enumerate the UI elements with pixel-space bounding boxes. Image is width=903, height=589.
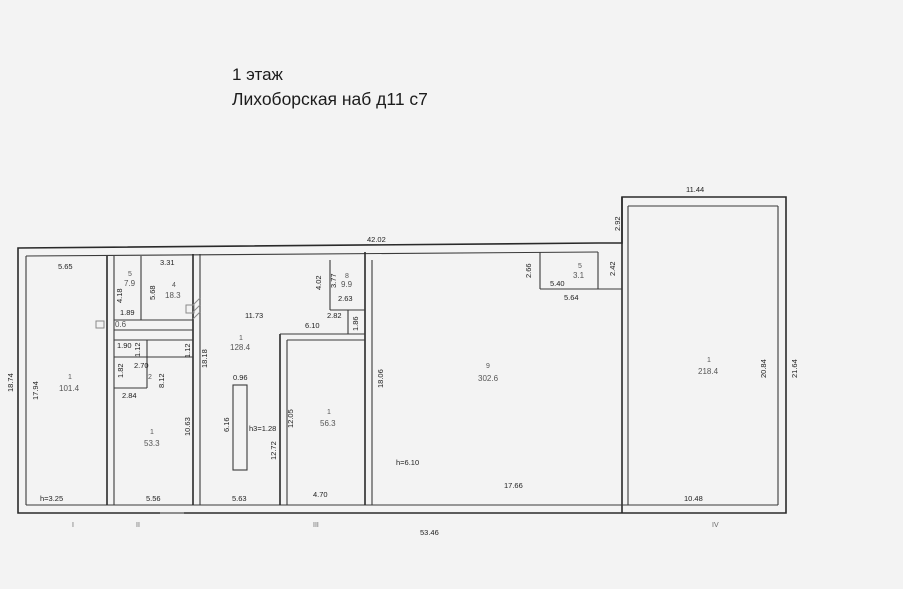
dim-small-a: 4.18 [115,288,124,303]
dim-small-j: 1.12 [183,343,192,358]
room6-num: 9 [486,363,490,370]
room3-area: 18.3 [165,291,181,300]
dim-small-b: 5.68 [148,285,157,300]
dim-top-main: 42.02 [367,235,386,244]
room2-area: 7.9 [124,279,136,288]
room12-area: 0.6 [115,320,127,329]
dim-office-c: 2.42 [608,261,617,276]
dim-small-i: 2.84 [122,391,137,400]
dim-center-d: 12.72 [269,441,278,460]
dim-small-g: 1.82 [116,363,125,378]
dim-right-inner: 20.84 [759,359,768,378]
dim-hall-left: 18.06 [376,369,385,388]
door-mark-1 [95,320,105,329]
dim-office-d: 5.64 [564,293,579,302]
room3-num: 4 [172,282,176,289]
dim-small-f: 2.70 [134,361,149,370]
dim-room1-left: 17.94 [31,381,40,400]
dim-room56-top: 6.10 [305,321,320,330]
dim-bottom-total: 53.46 [420,528,439,537]
room8-area: 218.4 [698,367,719,376]
room2-num: 5 [128,271,132,278]
room5-num: 8 [345,273,349,280]
axis-mark-4: IV [712,522,719,529]
dim-annex-bottom: 10.48 [684,494,703,503]
dim-small-h: 8.12 [157,373,166,388]
dim-room1-top: 5.65 [58,262,73,271]
dim-center-b: 0.96 [233,373,248,382]
dim-wc-d: 2.82 [327,311,342,320]
door-mark-2 [185,304,195,314]
room10-num: 1 [327,409,331,416]
dim-center-a: 18.18 [200,349,209,368]
dim-annex-step: 2.92 [613,216,622,231]
dim-office-b: 5.40 [550,279,565,288]
dim-room1-height: h=3.25 [40,494,63,503]
dim-center-height: h3=1.28 [249,424,276,433]
room1-area: 101.4 [59,384,80,393]
room4-num: 1 [239,335,243,342]
dim-small-d: 1.90 [117,341,132,350]
column [232,384,248,471]
room6-area: 302.6 [478,374,499,383]
dim-wc-e: 1.86 [351,316,360,331]
dim-small-c: 1.89 [120,308,135,317]
dim-wc-a: 4.02 [314,275,323,290]
room9-num: 1 [150,429,154,436]
room8-num: 1 [707,357,711,364]
axis-mark-2: II [136,522,140,529]
dim-office-a: 2.66 [524,263,533,278]
inner-wall-top [25,251,599,257]
dim-room-left-bottom: 5.56 [146,494,161,503]
dim-room56-bottom: 4.70 [313,490,328,499]
dim-small-top: 3.31 [160,258,175,267]
axis-mark-1: I [72,522,74,529]
dim-center-e: 12.05 [286,409,295,428]
room10-area: 56.3 [320,419,336,428]
floor-title: 1 этаж [232,65,283,84]
room9-area: 53.3 [144,439,160,448]
dim-wc-c: 2.63 [338,294,353,303]
room11-num: 2 [148,374,152,381]
plan-title-block: 1 этаж Лихоборская наб д11 с7 [232,63,428,111]
dim-right-total: 21.64 [790,359,799,378]
dim-top-annex: 11.44 [686,185,704,194]
dim-center-bottom: 5.63 [232,494,247,503]
room7-num: 5 [578,263,582,270]
dim-hall-height: h=6.10 [396,458,419,467]
room7-area: 3.1 [573,271,585,280]
dim-small-e: 1.12 [133,342,142,357]
address-title: Лихоборская наб д11 с7 [232,89,428,109]
axis-mark-3: III [313,522,319,529]
room5-area: 9.9 [341,280,353,289]
dim-hall-bottom: 17.66 [504,481,523,490]
dim-center-c: 6.16 [222,417,231,432]
room4-area: 128.4 [230,343,251,352]
dim-wc-b: 3.77 [329,273,338,288]
dim-center-top: 11.73 [245,311,263,320]
dim-left-total: 18.74 [6,373,15,392]
dim-room-left-inner: 10.63 [183,417,192,436]
room1-num: 1 [68,374,72,381]
